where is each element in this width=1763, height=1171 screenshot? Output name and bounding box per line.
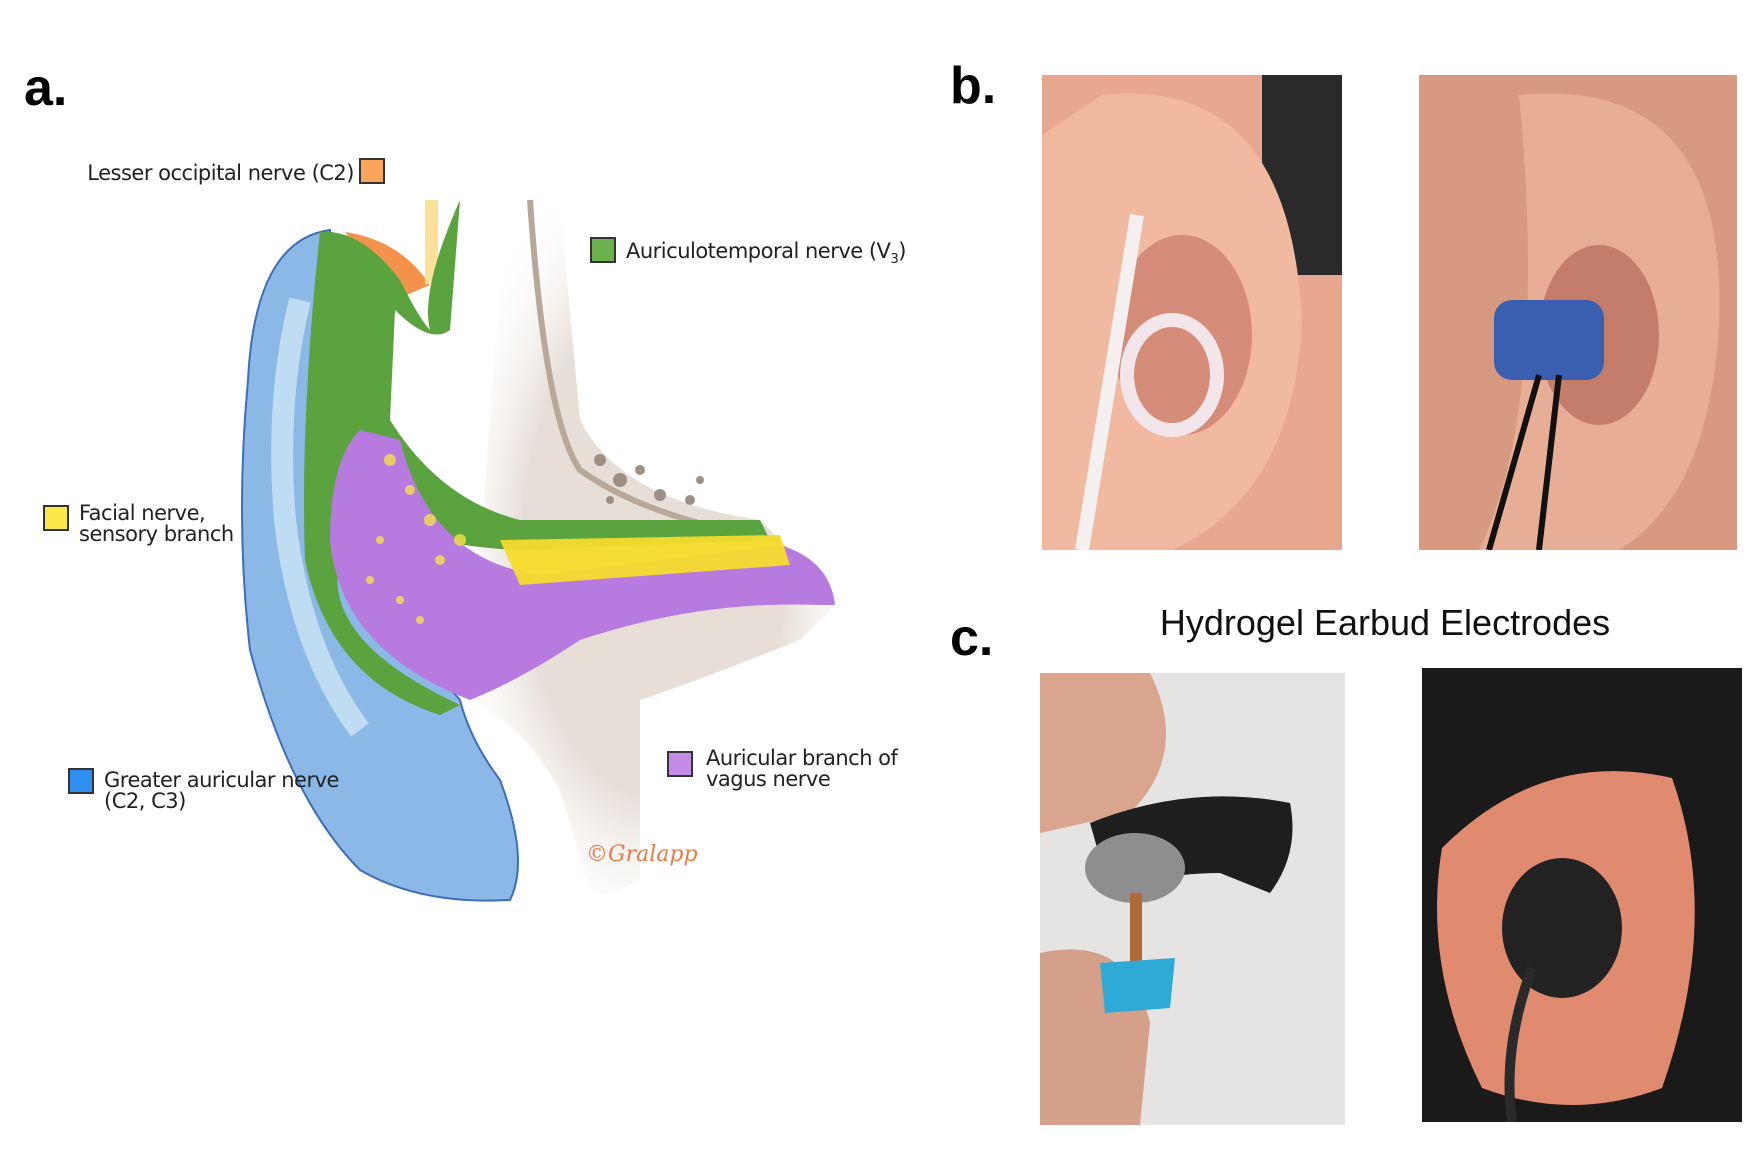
legend-auriculotemporal-swatch bbox=[590, 237, 616, 263]
auriculotemporal-region bbox=[304, 200, 770, 715]
legend-facial-line1: Facial nerve, bbox=[79, 501, 206, 525]
lesser-occipital-branch bbox=[425, 200, 438, 285]
copyright-watermark: ©Gralapp bbox=[586, 842, 698, 867]
photo-ear-blue-electrode bbox=[1419, 75, 1737, 550]
legend-greater-auricular-line1: Greater auricular nerve bbox=[104, 768, 339, 792]
legend-vagus-line1: Auricular branch of bbox=[706, 746, 898, 770]
legend-auriculotemporal-label: Auriculotemporal nerve (V3) bbox=[626, 241, 906, 270]
legend-vagus-line2: vagus nerve bbox=[706, 767, 831, 791]
legend-greater-auricular-label: Greater auricular nerve(C2, C3) bbox=[104, 770, 339, 812]
legend-greater-auricular-line2: (C2, C3) bbox=[104, 789, 186, 813]
panel-label-a: a. bbox=[24, 59, 68, 117]
facial-nerve-region bbox=[500, 535, 790, 585]
legend-auriculotemporal-text: Auriculotemporal nerve (V bbox=[626, 239, 891, 263]
panel-c-title: Hydrogel Earbud Electrodes bbox=[1159, 602, 1611, 643]
legend-auriculotemporal-suffix: ) bbox=[898, 239, 906, 263]
helix-highlight bbox=[271, 297, 369, 737]
photo-hydrogel-earbud-in-ear bbox=[1422, 668, 1742, 1122]
legend-greater-auricular-swatch bbox=[68, 768, 94, 794]
photo-ear-white-electrode bbox=[1042, 75, 1342, 550]
legend-vagus-swatch bbox=[667, 751, 693, 777]
photo-hydrogel-earbud-held bbox=[1040, 673, 1345, 1125]
legend-facial-swatch bbox=[43, 505, 69, 531]
legend-lesser-occipital-label: Lesser occipital nerve (C2) bbox=[87, 161, 354, 185]
legend-facial-label: Facial nerve,sensory branch bbox=[79, 503, 234, 545]
legend-lesser-occipital-swatch bbox=[359, 158, 385, 184]
panel-label-b: b. bbox=[950, 57, 997, 115]
ear-innervation-illustration bbox=[240, 199, 840, 902]
legend-auriculotemporal-subscript: 3 bbox=[890, 252, 899, 268]
facial-nerve-speckle bbox=[366, 454, 466, 624]
auricular-vagus-region bbox=[330, 430, 835, 700]
panel-label-c: c. bbox=[950, 609, 994, 667]
mastoid-air-cells bbox=[594, 454, 704, 505]
legend-facial-line2: sensory branch bbox=[79, 522, 234, 546]
